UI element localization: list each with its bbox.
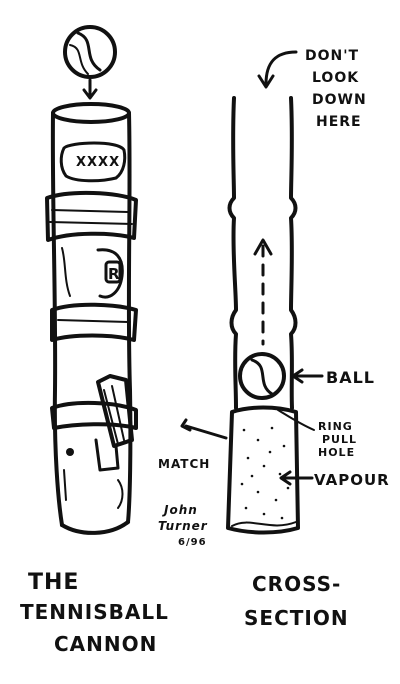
can-label-letter: R	[108, 265, 121, 283]
label-ring-3: HOLE	[318, 446, 355, 459]
ball-callout-arrow	[291, 368, 324, 384]
left-title-line-2: TENNISBALL	[20, 600, 169, 624]
signature-name-1: John	[162, 503, 198, 517]
warning-line-4: HERE	[316, 114, 362, 130]
right-title-line-1: CROSS-	[252, 572, 342, 596]
label-ring-2: PULL	[322, 433, 357, 446]
label-ball: BALL	[326, 368, 375, 387]
cannon-body	[45, 102, 138, 535]
label-vapour: VAPOUR	[314, 471, 390, 489]
warning-line-2: LOOK	[312, 70, 359, 86]
cross-section-tube	[226, 96, 300, 535]
label-ring-1: RING	[318, 420, 353, 433]
signature-date: 6/96	[178, 537, 207, 548]
ring-callout-line	[277, 409, 315, 431]
down-curved-arrow-icon	[257, 50, 298, 89]
warning-line-1: DON'T	[305, 48, 359, 64]
match-callout-arrow	[180, 418, 228, 440]
signature-name-2: Turner	[158, 519, 208, 533]
signature: John Turner 6/96	[158, 503, 208, 548]
right-title-line-2: SECTION	[244, 606, 349, 630]
label-match: MATCH	[158, 457, 210, 471]
tennis-ball-top	[63, 25, 117, 79]
can-label-text: XXXX	[76, 155, 120, 170]
left-title-line-1: THE	[28, 570, 80, 595]
down-arrow-icon	[82, 78, 98, 100]
warning-line-3: DOWN	[312, 92, 367, 108]
vapour-callout-arrow	[279, 470, 314, 486]
left-title-line-3: CANNON	[54, 632, 158, 656]
